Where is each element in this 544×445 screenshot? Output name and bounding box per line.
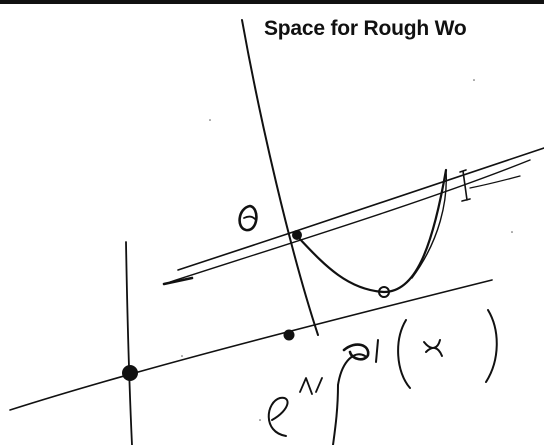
speck xyxy=(209,119,211,121)
speck xyxy=(181,355,183,357)
point-upper-axis xyxy=(292,230,302,240)
left-vertical-axis xyxy=(126,242,132,445)
bracket-lead-line xyxy=(470,176,520,188)
point-lower-axis xyxy=(284,330,295,341)
theta-scribble-inner xyxy=(244,217,255,219)
speck xyxy=(511,231,513,233)
speck xyxy=(259,419,261,421)
point-left-origin xyxy=(122,365,138,381)
speck xyxy=(473,79,475,81)
upper-slanted-line-2 xyxy=(170,160,530,282)
lower-slanted-axis xyxy=(10,280,492,410)
handwritten-expression xyxy=(269,310,497,445)
upper-vertical-axis xyxy=(242,20,318,335)
upper-slanted-line-1 xyxy=(178,148,544,270)
